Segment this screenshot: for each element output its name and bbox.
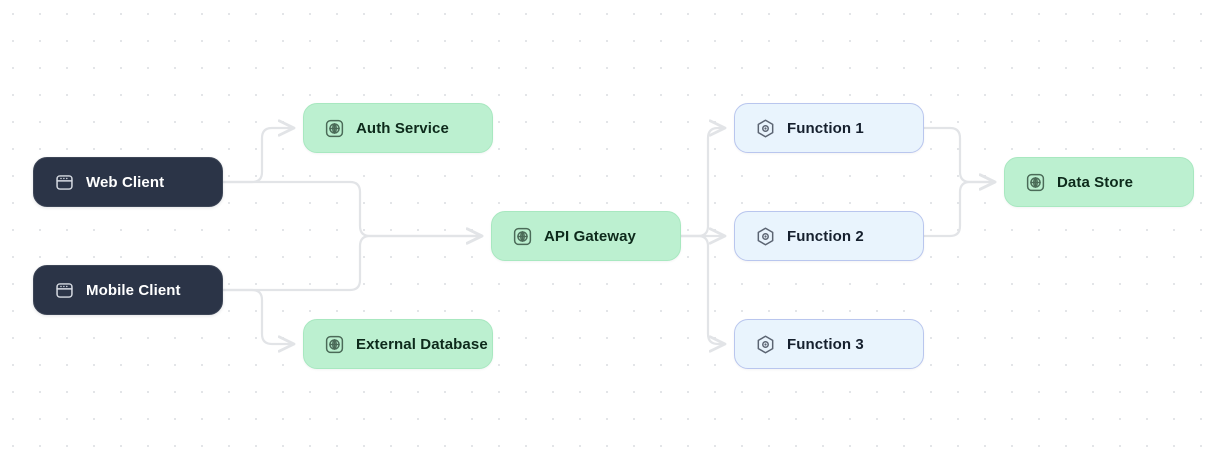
- node-function-2[interactable]: Function 2: [734, 211, 924, 261]
- edge-api-gateway-to-function-1: [679, 128, 725, 238]
- node-label: External Database: [356, 335, 488, 353]
- node-web-client[interactable]: Web Client: [33, 157, 223, 207]
- globe-square-icon: [1025, 172, 1046, 193]
- node-label: Data Store: [1057, 173, 1134, 191]
- browser-window-icon: [54, 172, 75, 193]
- node-label: Function 2: [787, 227, 864, 245]
- hexagon-function-icon: [755, 118, 776, 139]
- node-function-1[interactable]: Function 1: [734, 103, 924, 153]
- globe-square-icon: [324, 334, 345, 355]
- edge-web-client-to-auth-service: [221, 128, 294, 184]
- node-api-gateway[interactable]: API Gateway: [491, 211, 681, 261]
- node-label: Auth Service: [356, 119, 449, 137]
- edge-function-2-to-data-store: [922, 182, 995, 238]
- node-external-database[interactable]: External Database: [303, 319, 493, 369]
- node-label: Web Client: [86, 173, 165, 191]
- globe-square-icon: [324, 118, 345, 139]
- edge-function-1-to-data-store: [922, 126, 995, 182]
- hexagon-function-icon: [755, 226, 776, 247]
- node-data-store[interactable]: Data Store: [1004, 157, 1194, 207]
- node-auth-service[interactable]: Auth Service: [303, 103, 493, 153]
- node-label: Function 3: [787, 335, 864, 353]
- edge-mobile-client-to-api-gateway: [221, 236, 482, 292]
- globe-square-icon: [512, 226, 533, 247]
- edge-mobile-client-to-external-database: [221, 288, 294, 344]
- edge-api-gateway-to-function-3: [679, 234, 725, 344]
- node-label: Function 1: [787, 119, 864, 137]
- node-mobile-client[interactable]: Mobile Client: [33, 265, 223, 315]
- hexagon-function-icon: [755, 334, 776, 355]
- node-label: Mobile Client: [86, 281, 181, 299]
- node-function-3[interactable]: Function 3: [734, 319, 924, 369]
- node-label: API Gateway: [544, 227, 636, 245]
- edge-web-client-to-api-gateway: [221, 180, 482, 236]
- browser-window-icon: [54, 280, 75, 301]
